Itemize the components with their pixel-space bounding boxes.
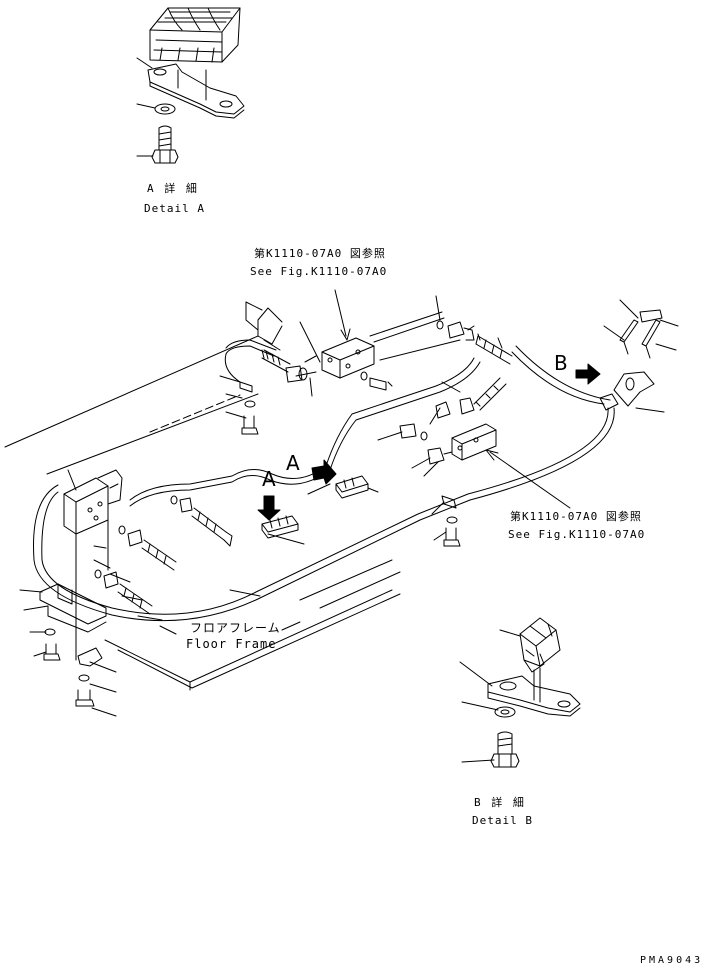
bracket-small-right [441, 495, 461, 547]
floor-frame-label-jp: フロアフレーム [190, 621, 281, 635]
valve-block-right [399, 377, 507, 465]
marker-label-a1: A [262, 467, 276, 491]
detail-b-drawing [459, 617, 581, 768]
detail-a-clamp [149, 7, 241, 63]
hose-fittings-center [94, 495, 233, 615]
ref-right-label-en: See Fig.K1110-07A0 [508, 528, 646, 541]
leader-lines-main [19, 295, 679, 717]
detail-b-plate [487, 667, 581, 717]
ref-top-arrow [334, 289, 351, 341]
main-tubing [33, 311, 615, 622]
detail-a-title-en: Detail A [144, 202, 205, 215]
bracket-lower-left [39, 583, 107, 707]
clamp-a-upper [335, 475, 379, 499]
detail-a-bolt [151, 125, 179, 164]
detail-b-washer [494, 706, 516, 718]
clamp-a-main [261, 515, 305, 545]
detail-b-title-en: Detail B [472, 814, 533, 827]
ref-top-label-jp: 第K1110-07A0 図参照 [254, 247, 386, 260]
floor-frame-label-en: Floor Frame [186, 637, 277, 651]
marker-arrow-a1 [257, 495, 281, 521]
detail-a-plate [147, 63, 245, 119]
floor-frame-leader [281, 621, 301, 631]
floor-frame-outline [4, 301, 401, 691]
ref-top-label-en: See Fig.K1110-07A0 [250, 265, 388, 278]
detail-a-drawing [136, 7, 245, 164]
valve-block-top [261, 320, 513, 391]
drawing-code: PMA9043 [640, 955, 704, 966]
detail-b-clamp [519, 617, 561, 673]
marker-arrow-b [575, 363, 601, 385]
detail-a-washer [154, 103, 176, 115]
detail-b-title-jp: B 詳 細 [474, 796, 526, 809]
bracket-small-center [239, 381, 259, 435]
detail-b-bolt [490, 731, 520, 768]
marker-label-a2: A [286, 451, 300, 475]
marker-label-b: B [554, 351, 568, 375]
ref-right-arrow [485, 449, 571, 509]
clamp-b-main [599, 309, 663, 411]
manifold-block-left [63, 469, 123, 661]
detail-a-title-jp: A 詳 細 [147, 182, 199, 195]
ref-right-label-jp: 第K1110-07A0 図参照 [510, 510, 642, 523]
marker-arrow-a2 [311, 459, 337, 485]
